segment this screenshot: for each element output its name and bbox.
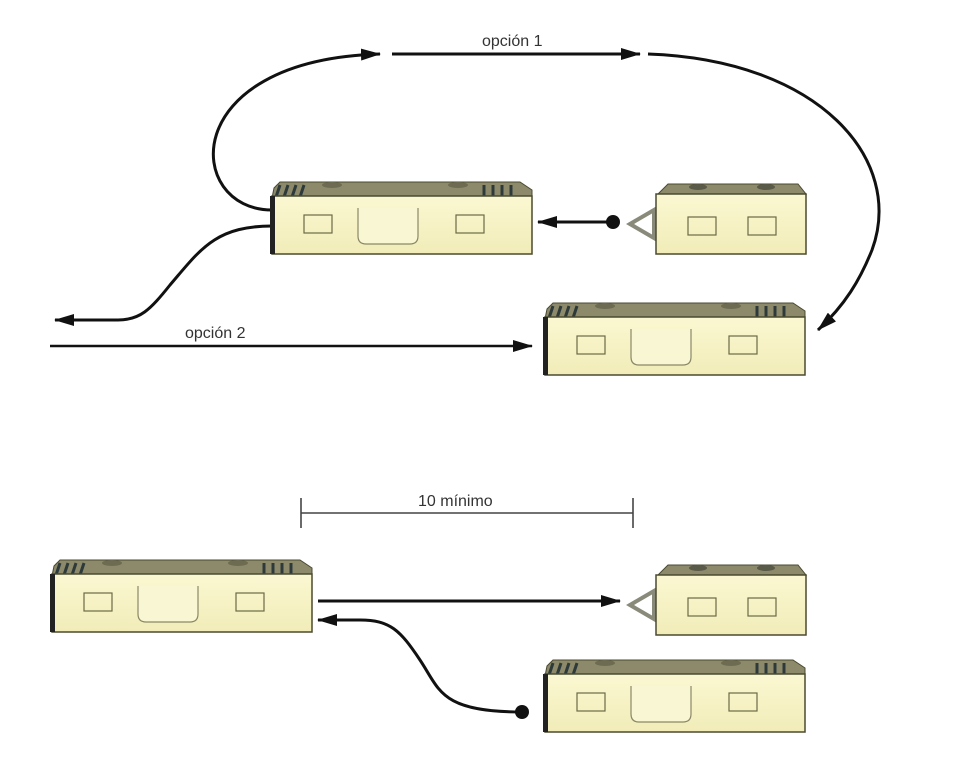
- roof-vent: [102, 560, 122, 566]
- tractor-roof: [656, 183, 808, 195]
- bus-door: [357, 208, 419, 245]
- dimension-label: 10 mínimo: [418, 493, 493, 510]
- roof-stripe: [563, 662, 571, 676]
- roof-stripe: [547, 662, 555, 676]
- tractor-bottom-right: [626, 564, 808, 636]
- bus-rear-edge: [543, 674, 548, 732]
- bus-window: [728, 335, 758, 355]
- roof-stripe: [555, 662, 563, 676]
- bus-window: [576, 335, 606, 355]
- tractor-roof: [656, 564, 808, 576]
- roof-stripe: [563, 305, 571, 319]
- tractor-window: [747, 597, 777, 617]
- roof-vent: [322, 182, 342, 188]
- roof-vent: [721, 660, 741, 666]
- roof-vent: [228, 560, 248, 566]
- bus-top-left: [270, 181, 533, 255]
- bus-rear-edge: [270, 196, 275, 254]
- bus-window: [83, 592, 113, 612]
- bus-door: [630, 329, 692, 366]
- roof-stripe: [274, 184, 282, 198]
- roof-vent: [757, 184, 775, 190]
- bus-window: [303, 214, 333, 234]
- tractor-body: [655, 193, 807, 255]
- option2-label: opción 2: [185, 325, 246, 342]
- option1-label: opción 1: [482, 33, 543, 50]
- roof-stripe: [571, 305, 579, 319]
- roof-stripe: [70, 562, 78, 576]
- bus-bottom-right: [543, 659, 806, 733]
- roof-stripe: [54, 562, 62, 576]
- hitch: [626, 206, 656, 242]
- bus-rear-edge: [543, 317, 548, 375]
- bus-door: [630, 686, 692, 723]
- bus-middle-right: [543, 302, 806, 376]
- tractor-window: [687, 216, 717, 236]
- bus-bottom-left: [50, 559, 313, 633]
- bus-door: [137, 586, 199, 623]
- roof-vent: [448, 182, 468, 188]
- tractor-window: [747, 216, 777, 236]
- roof-stripe: [78, 562, 86, 576]
- bus-window: [235, 592, 265, 612]
- roof-stripe: [282, 184, 290, 198]
- option1-arrow-start: [211, 48, 381, 212]
- tractor-body: [655, 574, 807, 636]
- bus-window: [728, 692, 758, 712]
- roof-stripe: [571, 662, 579, 676]
- option1-arrow-end: [647, 52, 881, 332]
- roof-stripe: [62, 562, 70, 576]
- return-arrow: [317, 614, 523, 714]
- bus-rear-edge: [50, 574, 55, 632]
- hitch: [626, 587, 656, 623]
- roof-stripe: [555, 305, 563, 319]
- roof-vent: [595, 303, 615, 309]
- roof-stripe: [290, 184, 298, 198]
- roof-vent: [595, 660, 615, 666]
- coupling-point: [606, 215, 620, 229]
- roof-vent: [757, 565, 775, 571]
- tractor-top-right: [626, 183, 808, 255]
- bus-window: [576, 692, 606, 712]
- roof-vent: [689, 184, 707, 190]
- bus-window: [455, 214, 485, 234]
- option2-exit-arrow: [54, 224, 273, 326]
- roof-vent: [721, 303, 741, 309]
- tractor-window: [687, 597, 717, 617]
- roof-stripe: [298, 184, 306, 198]
- dimension-marker: 10 mínimo: [300, 493, 634, 528]
- roof-vent: [689, 565, 707, 571]
- return-start-point: [515, 705, 529, 719]
- roof-stripe: [547, 305, 555, 319]
